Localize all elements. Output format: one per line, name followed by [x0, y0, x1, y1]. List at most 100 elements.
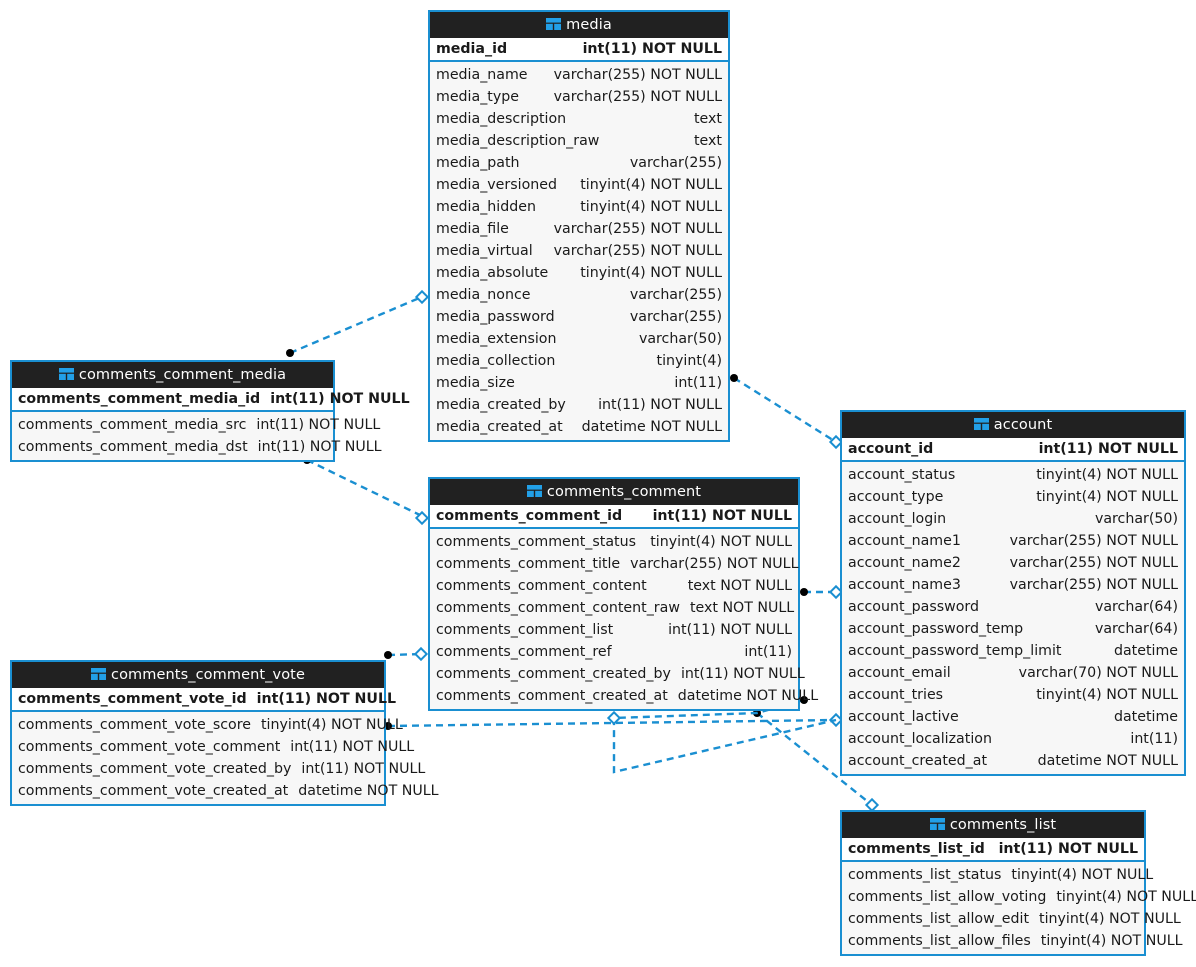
relation-endpoint-diamond-comment-self-ref	[606, 710, 622, 726]
column-type: datetime NOT NULL	[581, 419, 722, 435]
column-type: varchar(64)	[1094, 621, 1178, 637]
er-table-columns: comments_comment_status tinyint(4) NOT N…	[430, 529, 818, 709]
er-column-account_created_at: account_created_at datetime NOT NULL	[842, 750, 1184, 772]
column-type: datetime NOT NULL	[298, 783, 439, 799]
table-icon	[91, 663, 106, 680]
er-column-media_password: media_password varchar(255)	[430, 306, 728, 328]
column-type: int(11)	[744, 644, 792, 660]
er-table-comments_comment_media[interactable]: comments_comment_media comments_comment_…	[10, 360, 410, 462]
er-table-media[interactable]: media media_id int(11) NOT NULL media_na…	[428, 10, 730, 442]
er-column-account_password_temp_limit: account_password_temp_limit datetime	[842, 640, 1184, 662]
column-type: varchar(255) NOT NULL	[1009, 577, 1178, 593]
er-column-comments_list_allow_voting: comments_list_allow_voting tinyint(4) NO…	[842, 886, 1196, 908]
column-name: account_type	[848, 489, 944, 505]
er-column-account_login: account_login varchar(50)	[842, 508, 1184, 530]
er-column-media_virtual: media_virtual varchar(255) NOT NULL	[430, 240, 728, 262]
er-column-media_versioned: media_versioned tinyint(4) NOT NULL	[430, 174, 728, 196]
column-type: varchar(50)	[638, 331, 722, 347]
er-table-columns: comments_comment_media_src int(11) NOT N…	[12, 412, 382, 460]
er-column-comments_comment_status: comments_comment_status tinyint(4) NOT N…	[430, 531, 798, 553]
er-column-account_tries: account_tries tinyint(4) NOT NULL	[842, 684, 1184, 706]
er-column-account_localization: account_localization int(11)	[842, 728, 1184, 750]
column-name: comments_comment_content	[436, 578, 647, 594]
relation-line-ccv-account	[387, 718, 837, 728]
er-column-media_absolute: media_absolute tinyint(4) NOT NULL	[430, 262, 728, 284]
column-type: tinyint(4)	[656, 353, 723, 369]
column-type: tinyint(4) NOT NULL	[650, 534, 792, 550]
er-table-comments_list[interactable]: comments_list comments_list_id int(11) N…	[840, 810, 1196, 956]
column-name: comments_comment_vote_created_by	[18, 761, 292, 777]
column-name: media_versioned	[436, 177, 557, 193]
table-icon	[929, 813, 945, 830]
column-name: comments_comment_content_raw	[436, 600, 680, 616]
column-name: media_description	[436, 111, 567, 127]
column-name: comments_comment_created_by	[436, 666, 671, 682]
er-table-name: comments_comment_media	[78, 367, 287, 383]
er-column-comments_comment_vote_score: comments_comment_vote_score tinyint(4) N…	[12, 714, 403, 736]
column-type: int(11) NOT NULL	[290, 739, 415, 755]
er-column-media_description: media_description text	[430, 108, 728, 130]
column-type: int(11) NOT NULL	[257, 439, 382, 455]
er-column-media_type: media_type varchar(255) NOT NULL	[430, 86, 728, 108]
column-name: account_name2	[848, 555, 961, 571]
column-name: account_lactive	[848, 709, 959, 725]
er-table-header-comments_comment_vote: comments_comment_vote	[12, 662, 384, 688]
column-type: int(11)	[1130, 731, 1178, 747]
er-pk-row-account: account_id int(11) NOT NULL	[842, 438, 1184, 462]
column-name: media_absolute	[436, 265, 549, 281]
column-name: account_id	[848, 441, 934, 457]
column-name: media_description_raw	[436, 133, 600, 149]
column-type: varchar(255) NOT NULL	[553, 67, 722, 83]
er-table-header-comments_comment_media: comments_comment_media	[12, 362, 333, 388]
er-column-comments_comment_vote_comment: comments_comment_vote_comment int(11) NO…	[12, 736, 414, 758]
table-icon	[973, 413, 989, 430]
er-table-header-account: account	[842, 412, 1184, 438]
er-column-account_lactive: account_lactive datetime	[842, 706, 1184, 728]
column-name: account_name1	[848, 533, 961, 549]
column-type: int(11) NOT NULL	[998, 841, 1138, 857]
column-type: int(11) NOT NULL	[652, 508, 792, 524]
er-column-comments_list_allow_edit: comments_list_allow_edit tinyint(4) NOT …	[842, 908, 1181, 930]
column-type: tinyint(4) NOT NULL	[1040, 933, 1183, 949]
er-table-comments_comment[interactable]: comments_comment comments_comment_id int…	[428, 477, 818, 711]
column-type: int(11) NOT NULL	[256, 417, 381, 433]
er-table-account[interactable]: account account_id int(11) NOT NULL acco…	[840, 410, 1186, 776]
column-name: media_created_at	[436, 419, 563, 435]
column-name: account_tries	[848, 687, 944, 703]
er-column-account_email: account_email varchar(70) NOT NULL	[842, 662, 1184, 684]
er-column-comments_comment_title: comments_comment_title varchar(255) NOT …	[430, 553, 799, 575]
column-name: media_created_by	[436, 397, 566, 413]
column-type: tinyint(4) NOT NULL	[1011, 867, 1154, 883]
relation-line-ccv-comment	[387, 652, 425, 657]
table-icon	[526, 480, 542, 497]
column-type: int(11) NOT NULL	[301, 761, 426, 777]
column-name: comments_comment_title	[436, 556, 621, 572]
column-name: account_login	[848, 511, 947, 527]
column-type: tinyint(4) NOT NULL	[1056, 889, 1196, 905]
column-name: account_email	[848, 665, 951, 681]
column-type: varchar(255) NOT NULL	[1009, 555, 1178, 571]
column-type: text	[693, 133, 722, 149]
er-column-media_file: media_file varchar(255) NOT NULL	[430, 218, 728, 240]
column-type: int(11) NOT NULL	[1038, 441, 1178, 457]
relation-endpoint-dot-ccv-comment	[384, 651, 392, 659]
er-column-media_collection: media_collection tinyint(4)	[430, 350, 728, 372]
column-type: int(11) NOT NULL	[680, 666, 805, 682]
er-column-media_created_at: media_created_at datetime NOT NULL	[430, 416, 728, 438]
er-column-media_size: media_size int(11)	[430, 372, 728, 394]
er-pk-row-comments_comment_vote: comments_comment_vote_id int(11) NOT NUL…	[12, 688, 396, 712]
er-column-comments_comment_ref: comments_comment_ref int(11)	[430, 641, 798, 663]
column-type: int(11) NOT NULL	[582, 41, 722, 57]
relation-endpoint-diamond-ccm-media	[414, 289, 430, 305]
er-column-account_name1: account_name1 varchar(255) NOT NULL	[842, 530, 1184, 552]
column-type: int(11) NOT NULL	[256, 691, 397, 707]
column-name: comments_comment_status	[436, 534, 636, 550]
er-table-columns: account_status tinyint(4) NOT NULL accou…	[842, 462, 1184, 774]
er-table-header-media: media	[430, 12, 728, 38]
column-type: varchar(255) NOT NULL	[630, 556, 799, 572]
er-column-media_path: media_path varchar(255)	[430, 152, 728, 174]
column-name: comments_comment_media_src	[18, 417, 247, 433]
er-table-comments_comment_vote[interactable]: comments_comment_vote comments_comment_v…	[10, 660, 439, 806]
column-type: tinyint(4) NOT NULL	[1036, 687, 1178, 703]
